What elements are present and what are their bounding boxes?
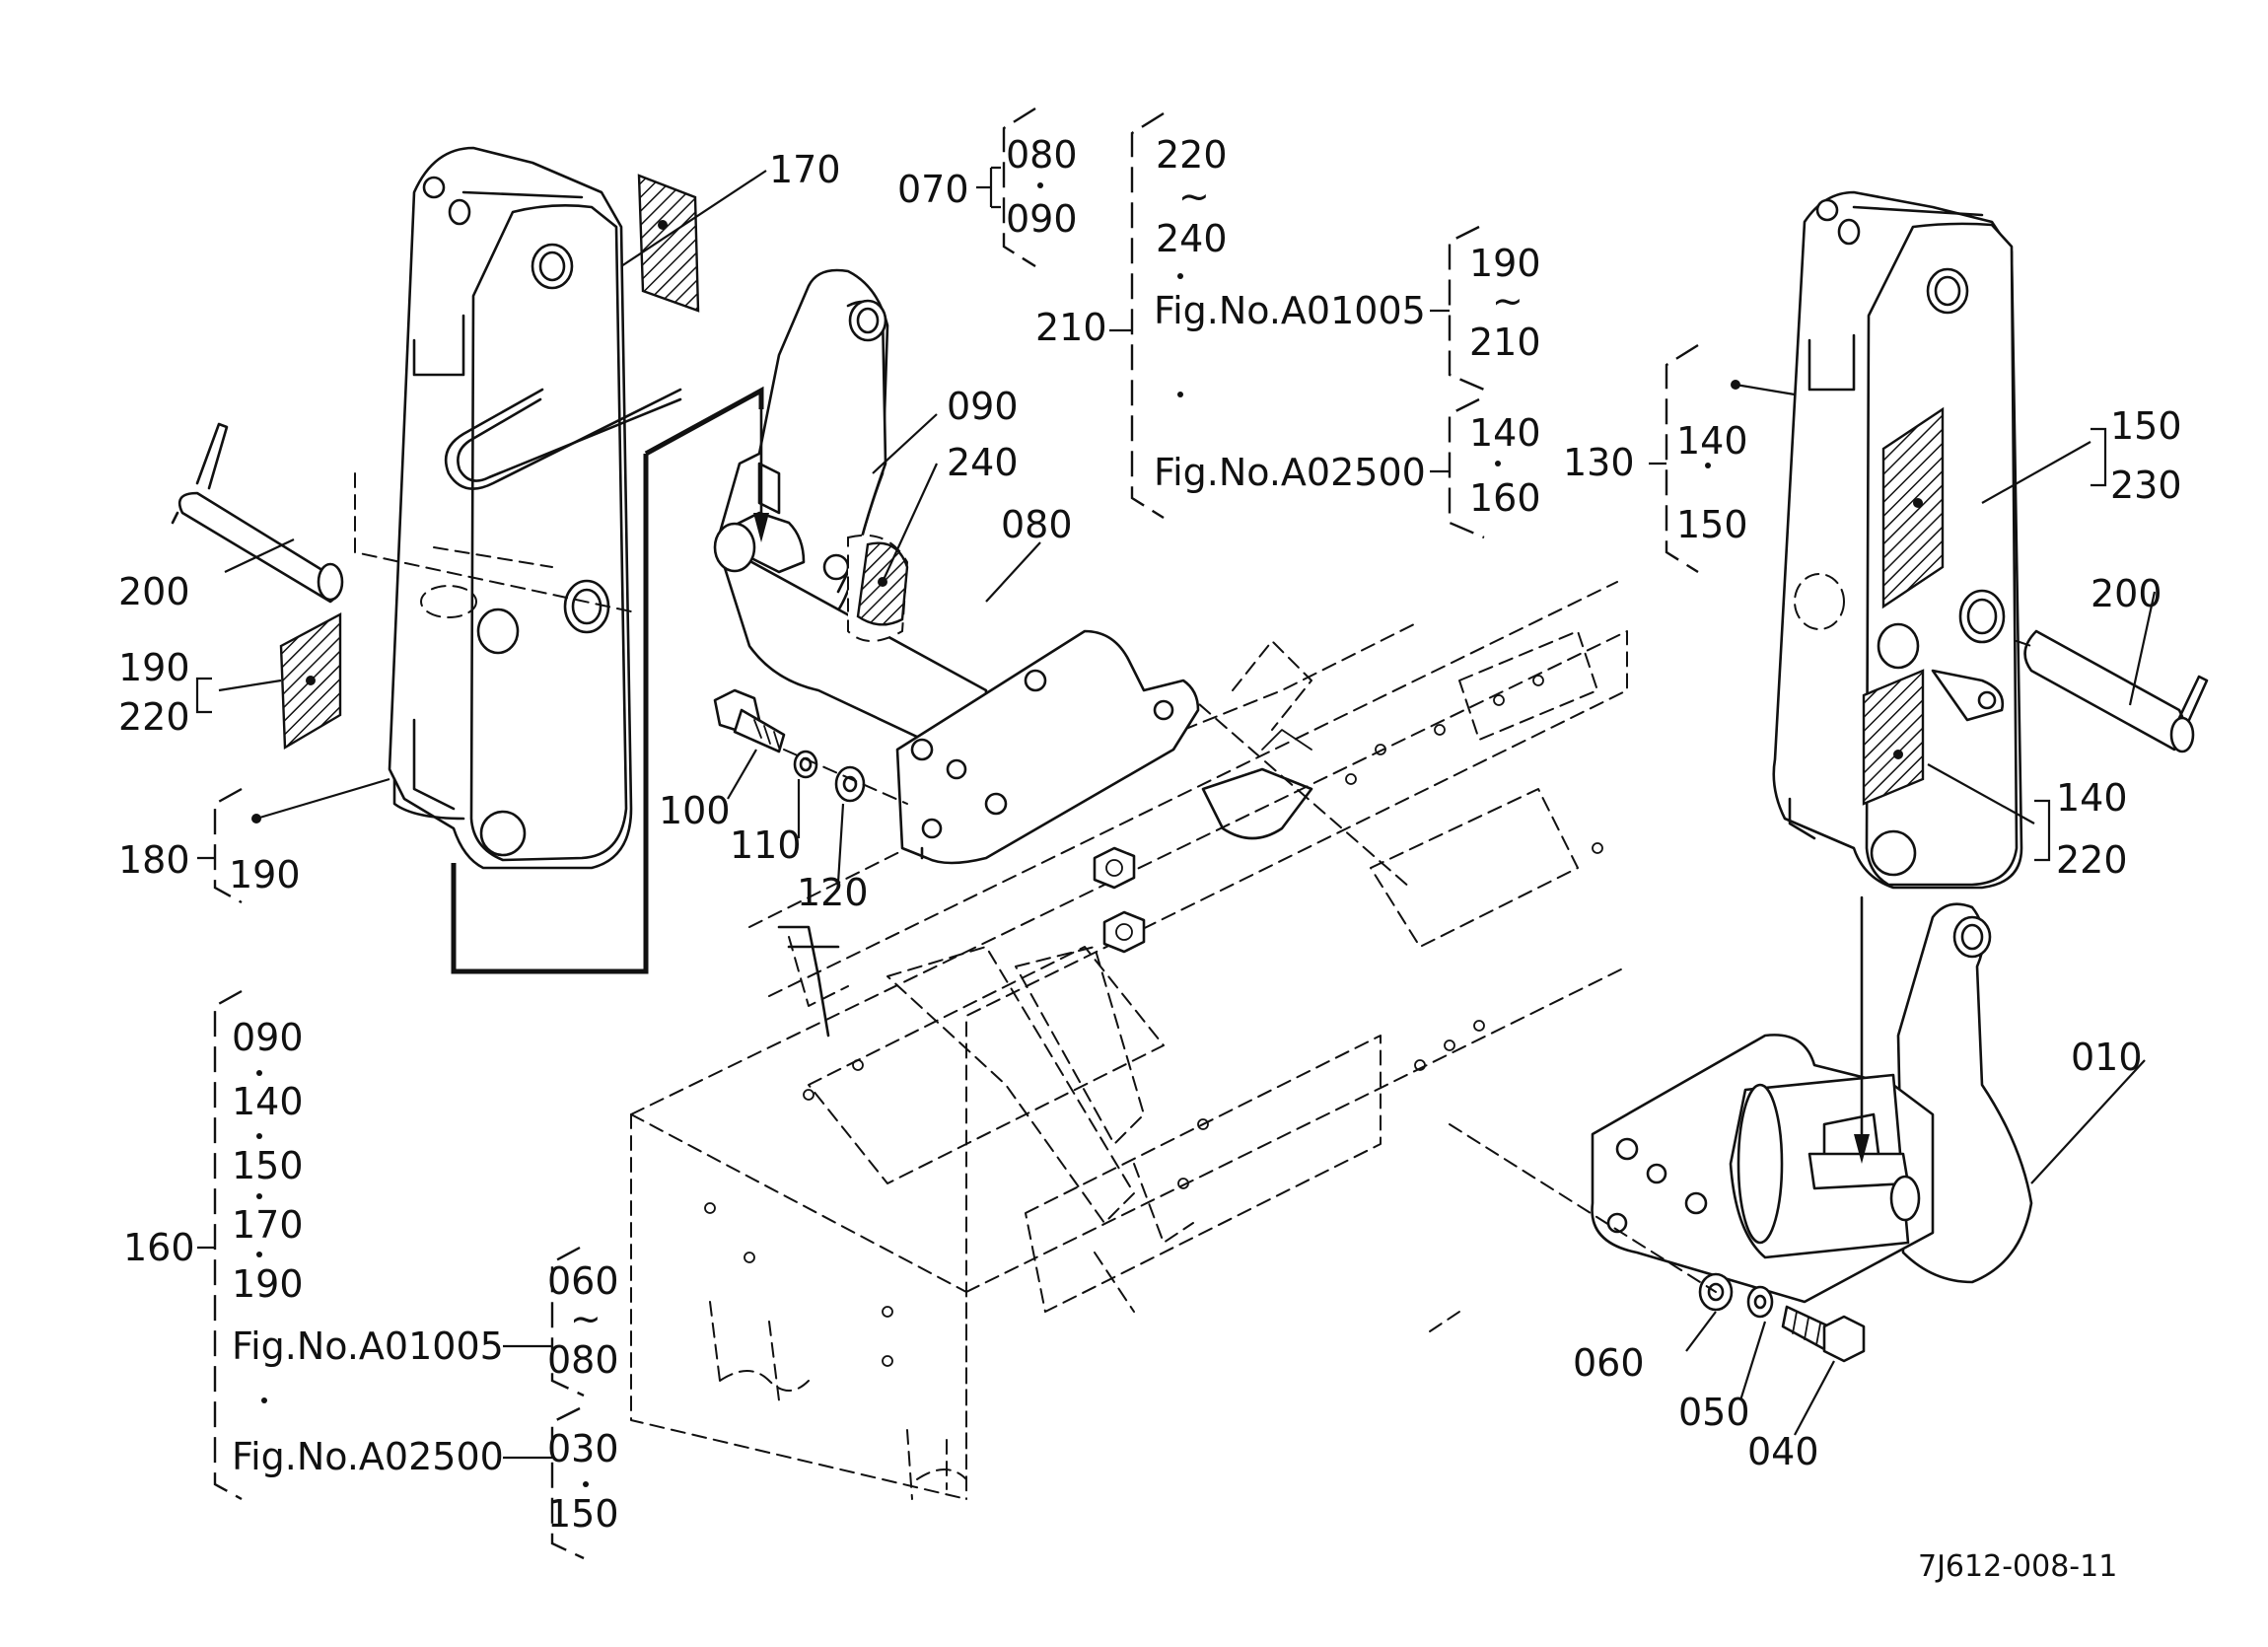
label-200-l-text: 200: [118, 570, 190, 613]
label-210-text: 210: [1035, 306, 1107, 349]
bracket-markers: [197, 107, 1711, 1560]
label-080-sub-text: 080: [547, 1338, 619, 1382]
tilde-text: ~: [1178, 175, 1210, 218]
label-230-r-text: 230: [2110, 464, 2182, 507]
fig-a01005-160-text: Fig.No.A01005: [232, 1325, 504, 1368]
label-030-sub-text: 030: [547, 1427, 619, 1470]
label-100-text: 100: [659, 789, 731, 832]
label-150-130-text: 150: [1676, 503, 1748, 546]
label-150-sub-text: 150: [547, 1492, 619, 1536]
label-200-r-text: 200: [2091, 572, 2162, 615]
label-060-text: 060: [1573, 1341, 1645, 1385]
label-leaders: [195, 170, 2157, 1436]
label-190-l-text: 190: [118, 646, 190, 689]
pin-200-right: [2016, 629, 2209, 753]
link-080: [713, 268, 1200, 865]
label-160-text: 160: [123, 1226, 195, 1269]
label-140-160-text: 140: [232, 1080, 304, 1123]
label-240-210-text: 240: [1156, 217, 1228, 260]
label-170: [637, 174, 700, 313]
left-bracket-180: [354, 146, 682, 870]
label-180-text: 180: [118, 838, 190, 882]
label-070-text: 070: [897, 168, 969, 211]
label-190-sub-text: 190: [1469, 242, 1541, 285]
label-060-sub-text: 060: [547, 1259, 619, 1303]
pin-200-left: [171, 422, 344, 604]
fig-a02500-160-text: Fig.No.A02500: [232, 1435, 504, 1478]
label-240-text: 240: [947, 441, 1019, 484]
label-110-text: 110: [730, 824, 802, 867]
label-050-text: 050: [1678, 1391, 1750, 1434]
tractor-frame: [630, 581, 1628, 1500]
label-080-top-text: 080: [1006, 133, 1078, 177]
label-080-text: 080: [1001, 503, 1073, 546]
label-140-sub-text: 140: [1469, 411, 1541, 455]
label-210-sub-text: 210: [1469, 321, 1541, 364]
label-010-text: 010: [2071, 1036, 2143, 1079]
diagram-code: 7J612-008-11: [1918, 1549, 2117, 1584]
fasteners-100-110-120: [713, 688, 908, 805]
assembly-arrows: [753, 407, 1870, 1164]
label-120-text: 120: [797, 871, 869, 914]
label-220-r-text: 220: [2056, 838, 2128, 882]
fasteners-040-050-060: [1449, 1123, 1866, 1363]
right-bracket-130: [1772, 190, 2023, 890]
label-140-r-text: 140: [2056, 776, 2128, 820]
label-220-l-text: 220: [118, 695, 190, 739]
fig-a02500-210-text: Fig.No.A02500: [1154, 451, 1426, 494]
label-090-text: 090: [947, 385, 1019, 428]
link-010: [1591, 902, 2033, 1304]
assembly-leader-lines: [451, 386, 764, 974]
label-160-sub-text: 160: [1469, 476, 1541, 520]
tilde-160-text: ~: [570, 1297, 602, 1340]
label-220-210-text: 220: [1156, 133, 1228, 177]
label-170-text: 170: [769, 148, 841, 191]
label-090-160-text: 090: [232, 1016, 304, 1059]
label-140-130-text: 140: [1676, 419, 1748, 463]
tilde-sub-text: ~: [1492, 279, 1524, 322]
part-number-labels: 170 070 080 090 220 ~ 240 210 Fig.No.A01…: [118, 133, 2182, 1536]
label-090-top-text: 090: [1006, 197, 1078, 241]
label-130-text: 130: [1563, 441, 1635, 484]
label-040-text: 040: [1747, 1430, 1819, 1473]
label-190-180-text: 190: [229, 853, 301, 896]
label-170-160-text: 170: [232, 1203, 304, 1247]
label-190-160-text: 190: [232, 1262, 304, 1306]
fig-a01005-210-text: Fig.No.A01005: [1154, 289, 1426, 332]
label-150-160-text: 150: [232, 1144, 304, 1187]
label-150-r-text: 150: [2110, 404, 2182, 448]
